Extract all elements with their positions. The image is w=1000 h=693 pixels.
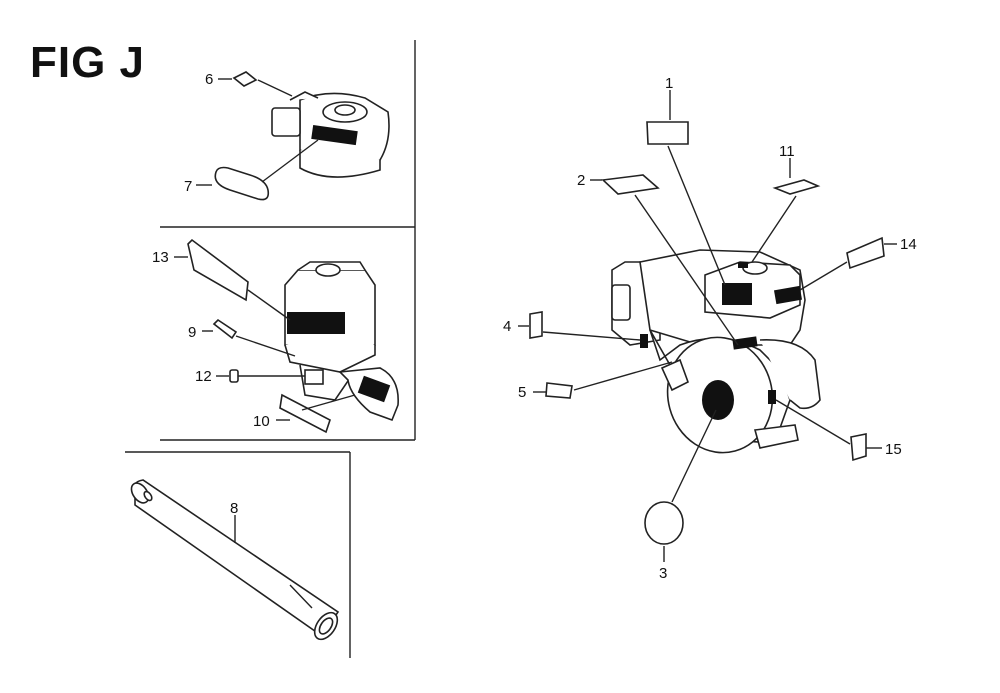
air-cleaner-small <box>271 91 390 178</box>
callout-9: 9 <box>188 324 196 341</box>
callout-8: 8 <box>230 500 238 517</box>
label-part-12 <box>216 369 305 383</box>
callout-3: 3 <box>659 565 667 582</box>
panel-dividers <box>125 40 416 658</box>
callout-2: 2 <box>577 172 585 189</box>
label-part-15 <box>775 399 882 462</box>
label-part-9 <box>202 318 296 357</box>
callout-4: 4 <box>503 318 511 335</box>
callout-14: 14 <box>900 236 917 253</box>
tube-wrench <box>130 479 340 641</box>
label-part-10 <box>276 393 356 434</box>
callout-1: 1 <box>665 75 673 92</box>
label-part-4 <box>518 311 641 341</box>
callout-12: 12 <box>195 368 212 385</box>
callout-6: 6 <box>205 71 213 88</box>
label-part-3 <box>644 409 717 562</box>
engine-assembly <box>611 249 821 454</box>
label-part-14 <box>799 236 897 291</box>
callout-5: 5 <box>518 384 526 401</box>
label-part-13 <box>174 238 291 321</box>
label-part-11 <box>751 158 821 263</box>
callout-11: 11 <box>779 143 795 160</box>
callout-10: 10 <box>253 413 270 430</box>
label-part-6 <box>218 71 293 97</box>
callout-7: 7 <box>184 178 192 195</box>
air-cleaner-large <box>284 261 399 422</box>
figure-title: FIG J <box>30 38 146 87</box>
label-part-5 <box>533 361 673 399</box>
label-part-7 <box>196 139 319 201</box>
callout-15: 15 <box>885 441 902 458</box>
callout-13: 13 <box>152 249 169 266</box>
label-part-2 <box>590 174 739 346</box>
label-part-1 <box>646 90 726 286</box>
